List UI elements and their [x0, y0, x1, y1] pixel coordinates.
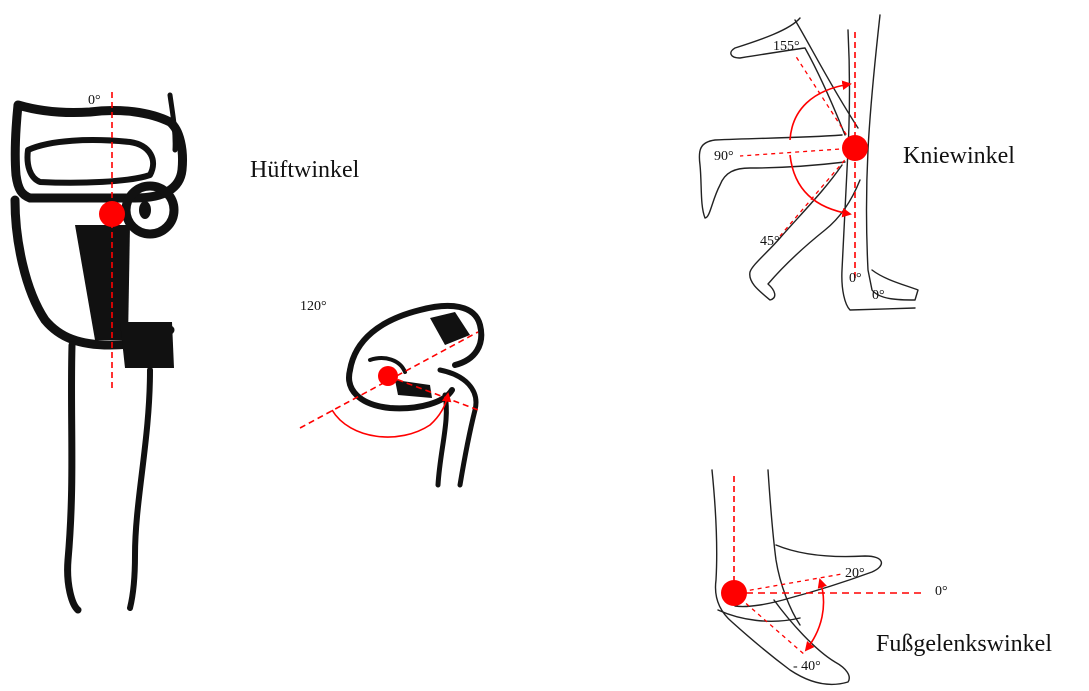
ankle-minus40-line: [734, 593, 805, 655]
ankle-20-line: [734, 574, 842, 593]
knee-zero-angle-label-a: 0°: [849, 272, 862, 286]
hip-angle-title: Hüftwinkel: [250, 158, 359, 182]
knee-90-angle-label: 90°: [714, 150, 734, 164]
hip-flexed-joint-marker: [378, 366, 398, 386]
knee-angle-title: Kniewinkel: [903, 144, 1015, 168]
knee-joint-marker: [842, 135, 868, 161]
ankle-20-angle-label: 20°: [845, 567, 865, 581]
hip-flexion-arc: [332, 394, 448, 437]
knee-155-line: [795, 55, 855, 148]
knee-90-line: [740, 148, 855, 156]
hip-flexed-figure: [349, 306, 481, 485]
knee-zero-angle-label-b: 0°: [872, 289, 885, 303]
knee-arc-lower: [790, 155, 850, 214]
ankle-zero-angle-label: 0°: [935, 585, 948, 599]
knee-155-angle-label: 155°: [773, 40, 800, 54]
ankle-minus40-angle-label: - 40°: [793, 660, 821, 674]
knee-arc-upper: [790, 84, 850, 140]
hip-joint-marker: [99, 201, 125, 227]
hip-flexion-angle-label: 120°: [300, 300, 327, 314]
hip-zero-angle-label: 0°: [88, 94, 101, 108]
knee-45-angle-label: 45°: [760, 235, 780, 249]
ankle-angle-title: Fußgelenkswinkel: [876, 632, 1052, 656]
ankle-joint-marker: [721, 580, 747, 606]
hip-standing-figure: [15, 95, 183, 610]
